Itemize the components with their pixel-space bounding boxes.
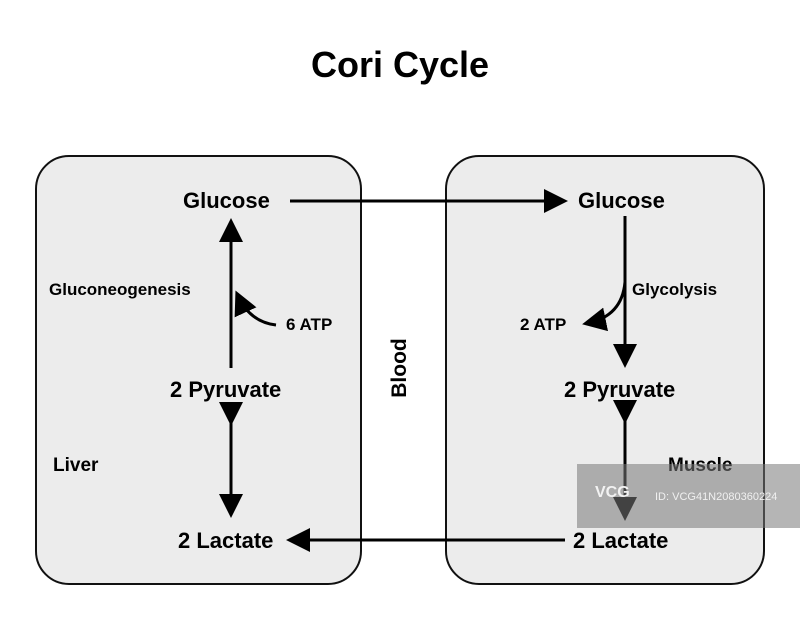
liver-atp-label: 6 ATP: [286, 315, 333, 334]
muscle-lactate-label: 2 Lactate: [573, 528, 669, 553]
muscle-pyruvate-label: 2 Pyruvate: [564, 377, 676, 402]
gluconeogenesis-label: Gluconeogenesis: [49, 280, 191, 299]
glycolysis-label: Glycolysis: [632, 280, 718, 299]
liver-label: Liver: [53, 455, 99, 476]
atp-input-arrow: [234, 290, 277, 327]
muscle-atp-label: 2 ATP: [520, 315, 567, 334]
watermark: VCG ID: VCG41N2080360224: [577, 464, 800, 528]
liver-lactate-label: 2 Lactate: [178, 528, 274, 553]
liver-pyruvate-label: 2 Pyruvate: [170, 377, 282, 402]
atp-output-arrow: [582, 281, 627, 332]
liver-compartment: [35, 155, 362, 585]
watermark-id: ID: VCG41N2080360224: [655, 491, 778, 503]
liver-glucose-label: Glucose: [183, 188, 270, 213]
watermark-logo: VCG: [595, 484, 630, 501]
muscle-glucose-label: Glucose: [578, 188, 665, 213]
blood-label: Blood: [388, 338, 411, 398]
diagram-title: Cori Cycle: [310, 44, 490, 85]
